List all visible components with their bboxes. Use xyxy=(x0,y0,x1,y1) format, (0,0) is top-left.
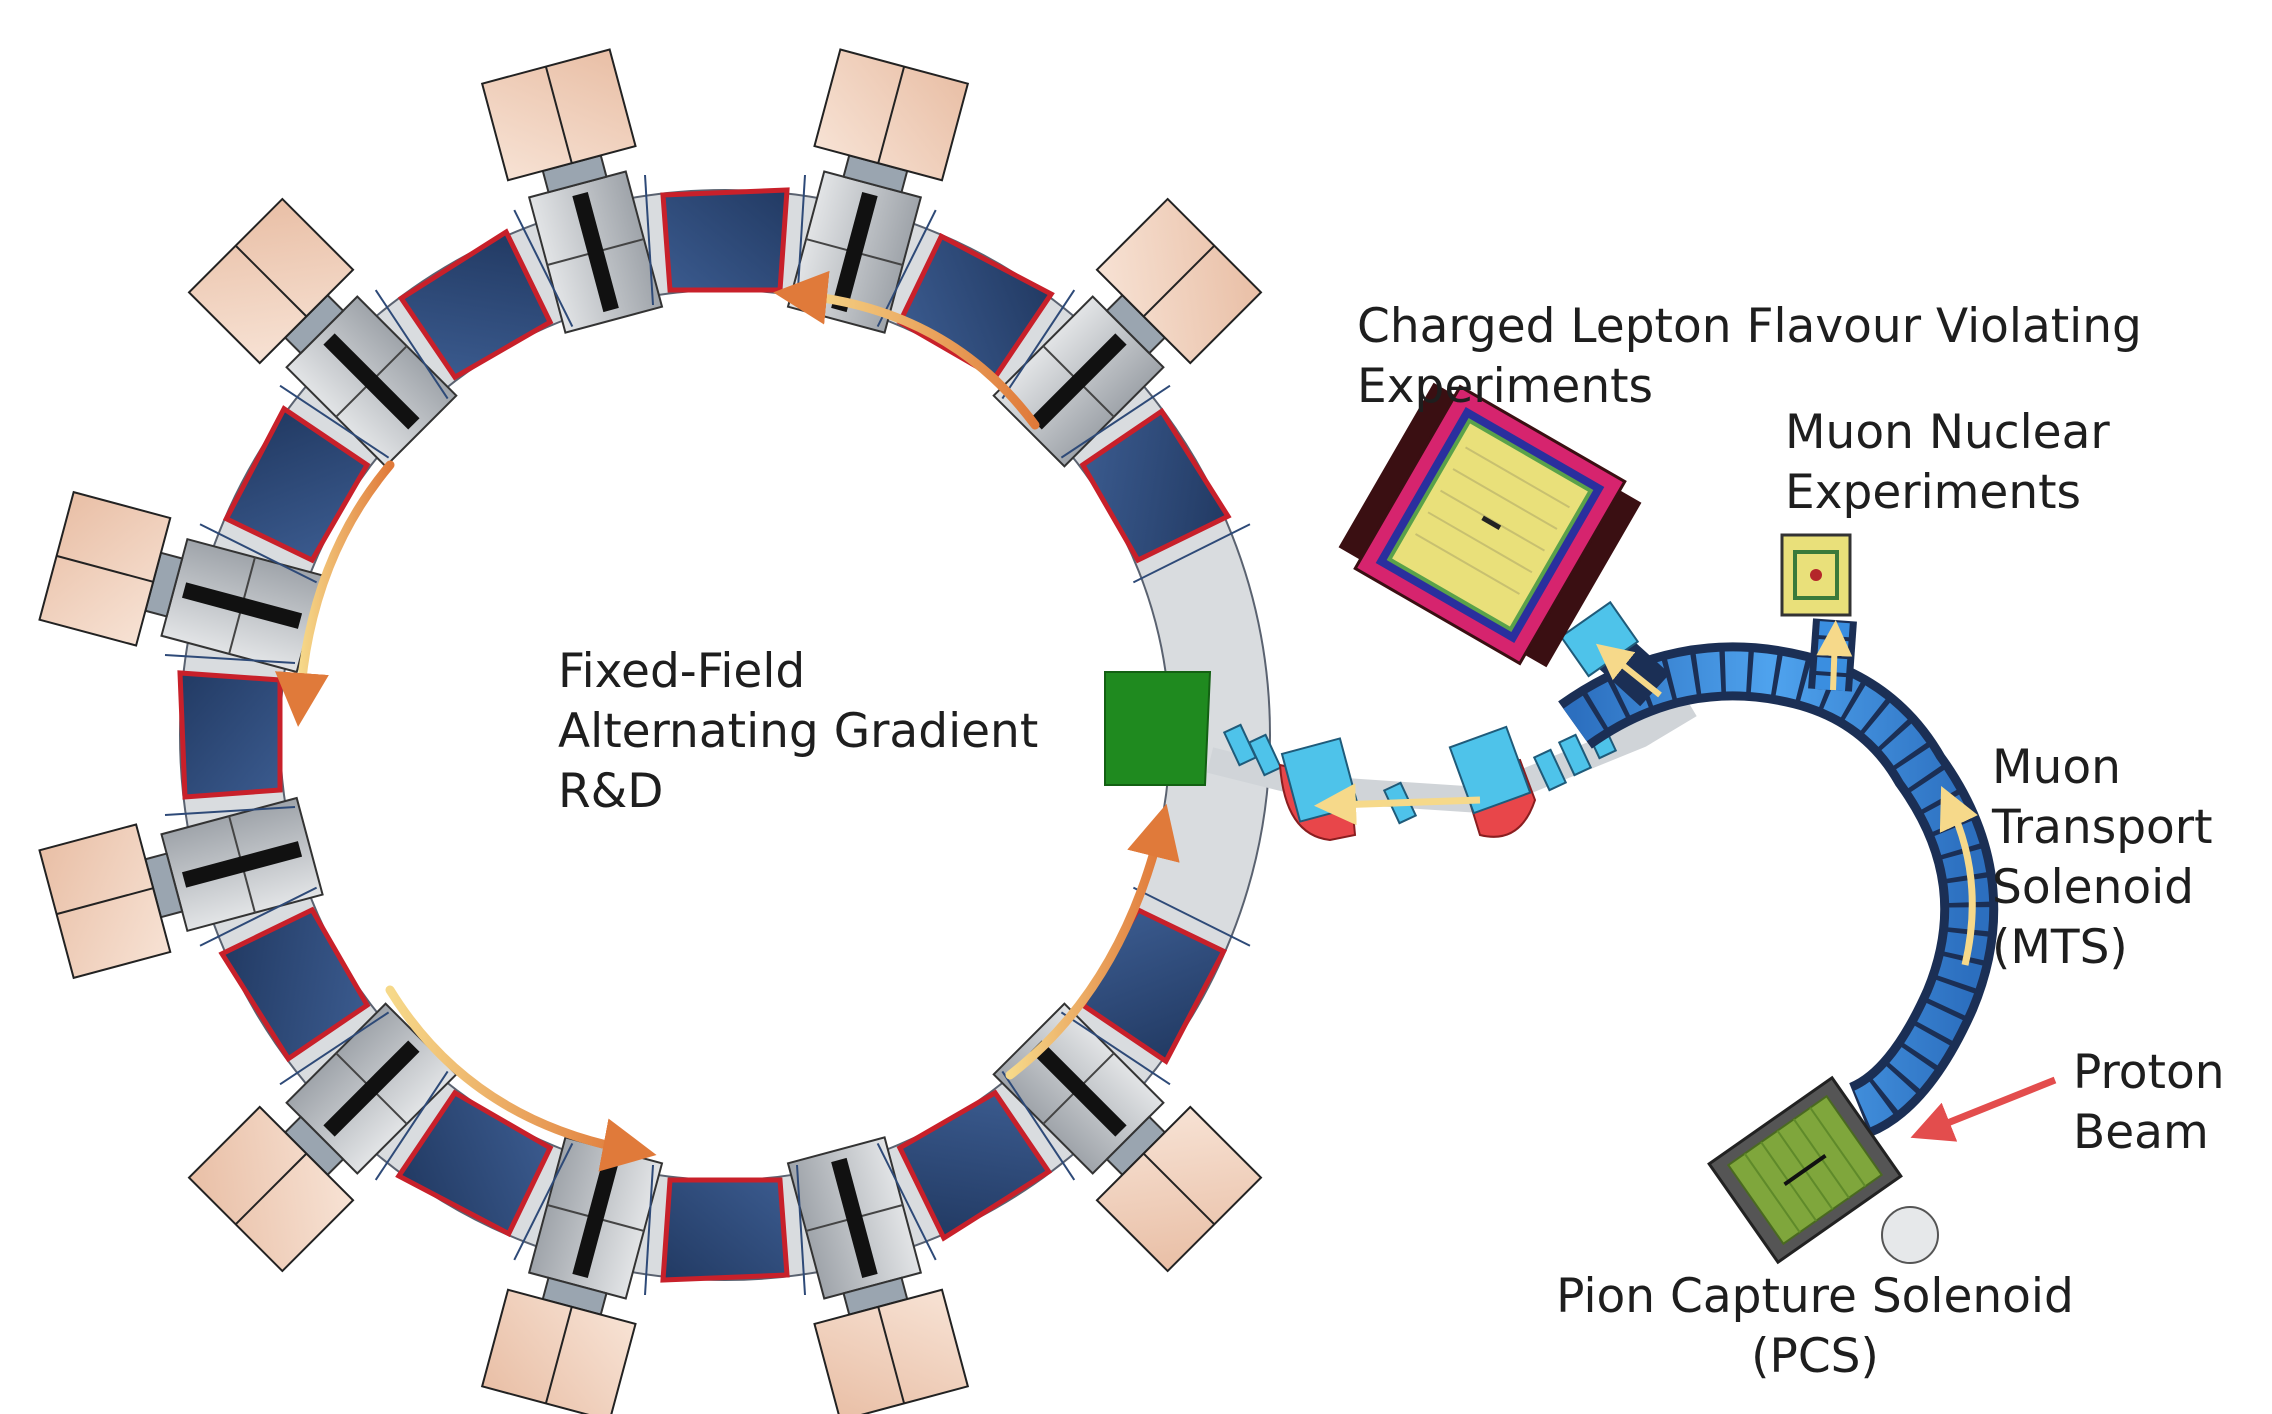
label-pcs: Pion Capture Solenoid (PCS) xyxy=(1556,1269,2074,1384)
ring-magnet-cell xyxy=(38,796,324,980)
ring-focus-magnet-body xyxy=(395,1089,554,1238)
ring-magnet-gap xyxy=(831,1157,878,1278)
ring-focus-magnet xyxy=(199,886,390,1086)
label-ffag: Fixed-Field Alternating Gradient R&D xyxy=(558,644,1038,819)
label-ffag-line1: Fixed-Field xyxy=(558,644,805,699)
transfer-quadrupole xyxy=(1247,733,1283,777)
ring-focus-magnet-body xyxy=(1079,407,1232,564)
label-mts-line4: (MTS) xyxy=(1992,920,2128,975)
ring-magnet-gap xyxy=(182,841,303,888)
label-mts-line1: Muon xyxy=(1992,740,2121,795)
ring-focus-magnet xyxy=(199,384,390,584)
ring-magnet-gap xyxy=(572,1157,619,1278)
label-mts-line3: Solenoid xyxy=(1992,860,2194,915)
ring-magnet-cell xyxy=(38,490,324,674)
pcs-beam-dump xyxy=(1881,1206,1939,1264)
muon-nuclear-target xyxy=(1810,569,1822,581)
ring-focus-magnet-body xyxy=(660,187,790,293)
label-ffag-line3: R&D xyxy=(558,764,664,819)
label-clfv: Charged Lepton Flavour Violating Experim… xyxy=(1357,299,2142,414)
ring-focus-magnet-body xyxy=(222,405,371,564)
label-muon-nuclear-line2: Experiments xyxy=(1785,465,2081,520)
mts-branch-arrow xyxy=(1816,620,1853,691)
mts-beam-arrow xyxy=(1939,785,1978,966)
label-proton-line1: Proton xyxy=(2073,1045,2225,1100)
ring-focus-magnet-body xyxy=(397,228,554,381)
ring-focus-magnet-body xyxy=(896,1089,1053,1242)
ring-magnet-gap xyxy=(1030,1040,1127,1137)
label-mts-line2: Transport xyxy=(1991,800,2213,855)
transfer-quadrupole xyxy=(1532,748,1568,792)
transfer-beam-arrow xyxy=(1314,783,1481,826)
ffag-ring xyxy=(38,48,1271,1414)
ring-beam-arrows xyxy=(274,270,1180,1172)
mts-segments xyxy=(1563,651,1990,1129)
label-proton-line2: Beam xyxy=(2073,1105,2209,1160)
label-proton: Proton Beam xyxy=(2073,1045,2225,1160)
transfer-beamline xyxy=(1206,693,1697,842)
ring-focus-magnet xyxy=(374,1070,574,1261)
ring-magnet-gap xyxy=(1030,333,1127,430)
muon-nuclear-experiment xyxy=(1780,533,1852,617)
ring-magnet-gap xyxy=(572,192,619,313)
ring-magnet-cell xyxy=(187,197,458,468)
ring-magnet-cell xyxy=(480,1136,664,1414)
ring-focus-magnet xyxy=(876,1070,1076,1261)
beam-arrow-top xyxy=(773,270,1040,430)
label-clfv-line1: Charged Lepton Flavour Violating xyxy=(1357,299,2142,354)
label-clfv-line2: Experiments xyxy=(1357,359,1653,414)
ring-focus-magnet xyxy=(644,1164,806,1296)
transfer-dipole-2 xyxy=(1448,725,1537,838)
ring-magnet-cell xyxy=(992,1002,1263,1273)
beam-arrow-bottom xyxy=(385,985,657,1172)
muon-transport-solenoid xyxy=(1558,600,1999,1137)
ring-focus-magnet xyxy=(374,209,574,400)
ring-focus-magnet xyxy=(164,654,296,816)
ring-magnet-gap xyxy=(323,333,420,430)
label-pcs-line2: (PCS) xyxy=(1751,1329,1879,1384)
ring-magnet-cell xyxy=(786,1136,970,1414)
proton-beam-arrow xyxy=(1910,1076,2057,1142)
ring-focus-magnet xyxy=(1060,384,1251,584)
label-muon-nuclear-line1: Muon Nuclear xyxy=(1785,405,2110,460)
pion-capture-solenoid xyxy=(1707,1075,1903,1265)
pcs-target xyxy=(1783,1154,1827,1186)
clfv-target xyxy=(1481,515,1502,530)
label-pcs-line1: Pion Capture Solenoid xyxy=(1556,1269,2074,1324)
ring-focus-magnet-body xyxy=(218,906,371,1063)
ring-magnet-cells xyxy=(38,48,1263,1414)
ring-magnet-cell xyxy=(480,48,664,334)
label-mts: Muon Transport Solenoid (MTS) xyxy=(1991,740,2213,975)
ring-focus-magnet-body xyxy=(177,670,283,800)
clfv-branch-arrow xyxy=(1595,643,1662,698)
ring-focus-magnet xyxy=(644,174,806,306)
label-ffag-line2: Alternating Gradient xyxy=(558,704,1038,759)
ring-focus-magnet-body xyxy=(660,1177,790,1283)
ring-magnet-gap xyxy=(323,1040,420,1137)
beam-arrow-right xyxy=(1005,803,1180,1080)
clfv-experiment xyxy=(1338,382,1642,668)
beam-arrow-left xyxy=(274,460,395,727)
ring-rf-cavities xyxy=(164,174,1251,1296)
transfer-quadrupole xyxy=(1557,733,1593,777)
injection-septum-magnet xyxy=(1104,671,1212,786)
transfer-quadrupole xyxy=(1222,723,1258,767)
ring-magnet-gap xyxy=(182,582,303,629)
label-muon-nuclear: Muon Nuclear Experiments xyxy=(1785,405,2110,520)
transfer-dipole-1 xyxy=(1278,737,1360,842)
ring-magnet-gap xyxy=(831,192,878,313)
